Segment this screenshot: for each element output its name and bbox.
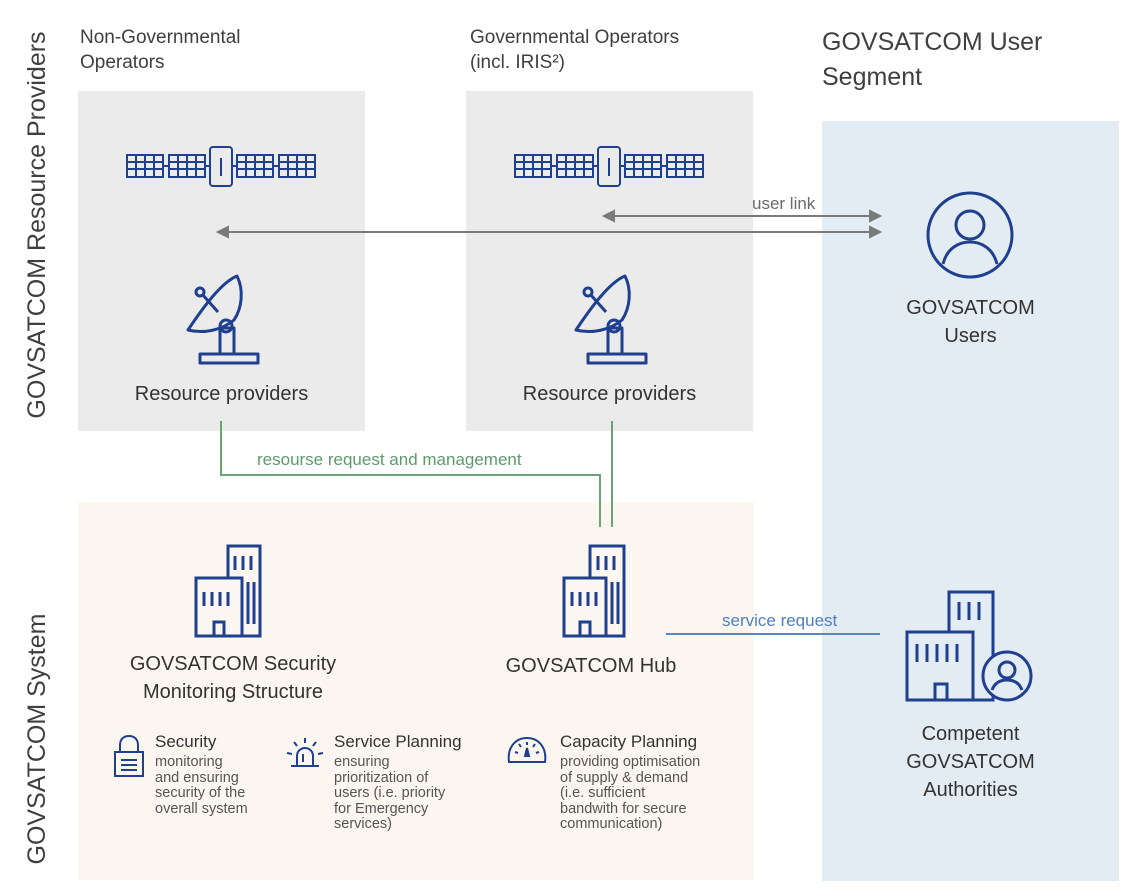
user-link-arrow-short <box>601 209 883 223</box>
building-user-icon <box>905 590 1033 702</box>
resource-providers-label-right: Resource providers <box>522 383 697 405</box>
feature-service-planning: Service Planning ensuring prioritization… <box>334 732 484 833</box>
user-segment-header: GOVSATCOM User Segment <box>822 28 1043 91</box>
feature-capacity-planning: Capacity Planning providing optimisation… <box>560 732 750 833</box>
system-panel <box>78 502 754 880</box>
feature-description: monitoring and ensuring security of the … <box>155 754 248 817</box>
service-request-label: service request <box>722 611 838 630</box>
building-icon <box>562 544 626 638</box>
lock-icon <box>114 734 144 777</box>
siren-icon <box>286 738 324 767</box>
user-icon <box>926 191 1014 279</box>
user-segment-panel <box>822 121 1119 881</box>
resource-request-lines <box>220 421 613 527</box>
feature-security: Security monitoring and ensuring securit… <box>155 732 283 817</box>
gauge-icon <box>507 736 547 763</box>
security-structure-label: GOVSATCOM Security Monitoring Structure <box>129 653 337 703</box>
feature-title: Service Planning <box>334 732 462 751</box>
non-gov-header: Non-Governmental Operators <box>80 27 241 73</box>
resource-providers-label-left: Resource providers <box>134 383 309 405</box>
feature-title: Capacity Planning <box>560 732 698 751</box>
users-label: GOVSATCOM Users <box>906 297 1035 347</box>
satellite-icon <box>514 146 704 187</box>
satellite-dish-icon <box>186 274 260 365</box>
feature-description: ensuring prioritization of users (i.e. p… <box>334 754 446 832</box>
authorities-label: Competent GOVSATCOM Authorities <box>906 723 1035 801</box>
resource-request-label: resourse request and management <box>257 450 522 469</box>
user-link-arrow-long <box>215 225 883 239</box>
feature-description: providing optimisation of supply & deman… <box>560 754 701 832</box>
building-icon <box>194 544 262 638</box>
feature-title: Security <box>155 732 217 751</box>
satellite-icon <box>126 146 316 187</box>
hub-label: GOVSATCOM Hub <box>505 655 677 677</box>
gov-header: Governmental Operators (incl. IRIS²) <box>470 27 680 73</box>
user-link-label: user link <box>752 194 816 213</box>
satellite-dish-icon <box>574 274 648 365</box>
